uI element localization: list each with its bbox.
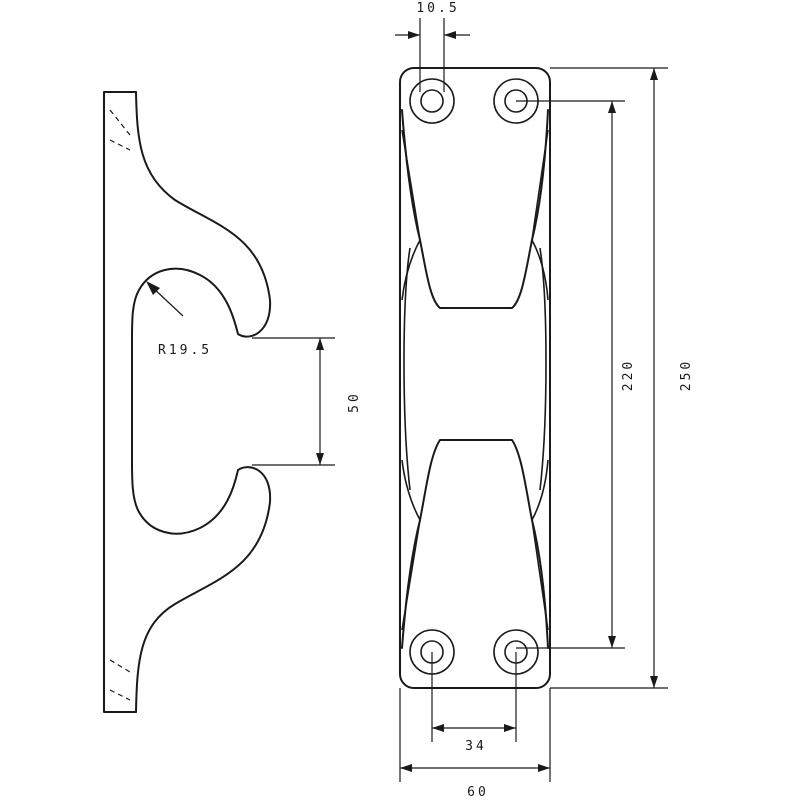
side-view-base-plate: [103, 91, 137, 713]
screw-hole-top-left: [409, 78, 455, 124]
gap-dimension-label: 50: [347, 391, 362, 413]
hole-spacing-h-arrow-left: [432, 724, 444, 732]
side-view-hook-outline: [131, 91, 272, 713]
hole-dia-arrow-right: [444, 31, 456, 39]
front-view-waist-right: [539, 247, 547, 491]
front-view: 10.5 220 250 34 60: [395, 1, 694, 800]
hole-spacing-v-arrow-bottom: [608, 636, 616, 648]
front-view-upper-block: [401, 109, 549, 309]
side-view-hidden-line-top: [109, 109, 131, 151]
overall-width-arrow-left: [400, 764, 412, 772]
overall-length-arrow-bottom: [650, 676, 658, 688]
front-view-lower-block: [401, 439, 549, 649]
overall-length-arrow-top: [650, 68, 658, 80]
hole-spacing-v-arrow-top: [608, 101, 616, 113]
hole-dia-label: 10.5: [416, 1, 459, 16]
gap-arrow-bottom: [316, 453, 324, 465]
hole-spacing-h-label: 34: [465, 739, 487, 754]
side-view: R19.5 50: [103, 91, 362, 713]
hole-dia-arrow-left: [408, 31, 420, 39]
radius-arrowhead: [146, 281, 160, 295]
front-view-base-outline: [399, 67, 551, 689]
side-view-hidden-line-bottom: [109, 659, 131, 701]
overall-length-label: 250: [679, 359, 694, 391]
radius-leader-line: [151, 286, 184, 317]
gap-arrow-top: [316, 338, 324, 350]
front-view-waist-left: [403, 247, 411, 491]
radius-label: R19.5: [158, 343, 212, 358]
overall-width-label: 60: [467, 785, 489, 800]
hole-spacing-v-label: 220: [621, 359, 636, 391]
overall-width-arrow-right: [538, 764, 550, 772]
front-view-lower-flare: [401, 459, 549, 521]
front-view-upper-inner: [401, 129, 549, 241]
hole-spacing-h-arrow-right: [504, 724, 516, 732]
front-view-lower-inner: [401, 519, 549, 631]
